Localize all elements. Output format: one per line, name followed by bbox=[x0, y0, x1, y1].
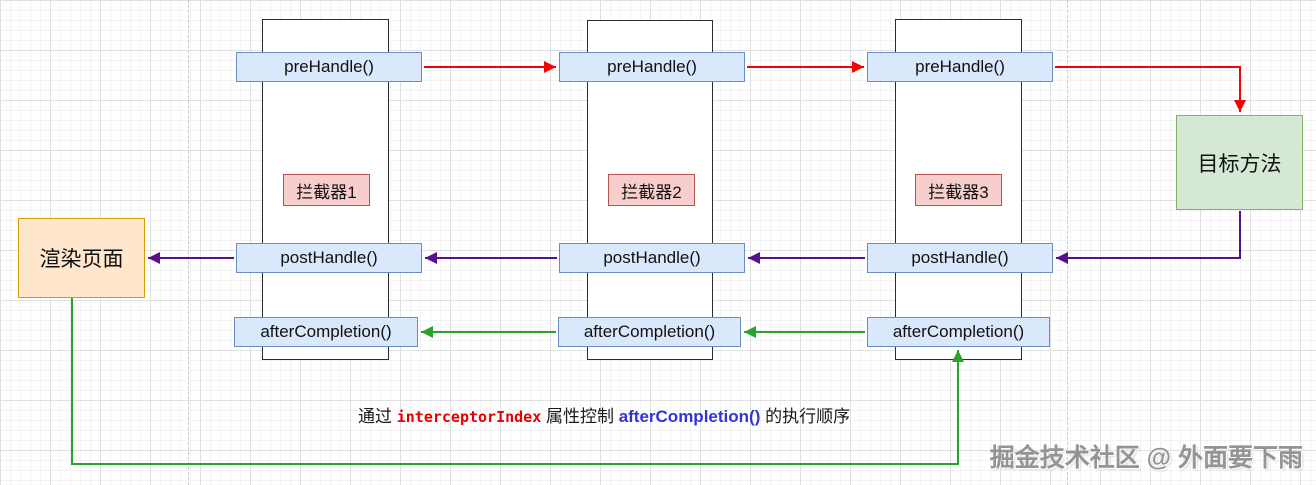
posthandle-box-2: postHandle() bbox=[559, 243, 745, 273]
render-page-node: 渲染页面 bbox=[18, 218, 145, 298]
interceptor-label-1: 拦截器1 bbox=[283, 174, 370, 206]
prehandle-box-1: preHandle() bbox=[236, 52, 422, 82]
aftercompletion-box-1: afterCompletion() bbox=[234, 317, 418, 347]
annotation-part-3: 的执行顺序 bbox=[760, 407, 851, 426]
arrow-render-page-to-aftercompletion-3 bbox=[71, 298, 964, 465]
prehandle-box-3: preHandle() bbox=[867, 52, 1053, 82]
interceptor-index-code: interceptorIndex bbox=[396, 408, 542, 426]
posthandle-box-1: postHandle() bbox=[236, 243, 422, 273]
annotation-part-1: 通过 bbox=[358, 407, 397, 426]
page-separator bbox=[188, 0, 189, 485]
annotation-part-2: 属性控制 bbox=[541, 407, 619, 426]
posthandle-box-3: postHandle() bbox=[867, 243, 1053, 273]
interceptor-label-3: 拦截器3 bbox=[915, 174, 1002, 206]
page-separator bbox=[1067, 0, 1068, 485]
aftercompletion-highlight: afterCompletion() bbox=[618, 407, 761, 426]
target-method-node: 目标方法 bbox=[1176, 115, 1303, 210]
aftercompletion-box-2: afterCompletion() bbox=[558, 317, 741, 347]
arrow-prehandle-3-to-target bbox=[1055, 66, 1246, 112]
annotation-text: 通过 interceptorIndex 属性控制 afterCompletion… bbox=[358, 402, 850, 427]
arrow-target-to-posthandle-3 bbox=[1056, 211, 1241, 264]
watermark: 掘金技术社区 @ 外面要下雨 bbox=[989, 444, 1303, 472]
aftercompletion-box-3: afterCompletion() bbox=[867, 317, 1050, 347]
interceptor-label-2: 拦截器2 bbox=[608, 174, 695, 206]
prehandle-box-2: preHandle() bbox=[559, 52, 745, 82]
